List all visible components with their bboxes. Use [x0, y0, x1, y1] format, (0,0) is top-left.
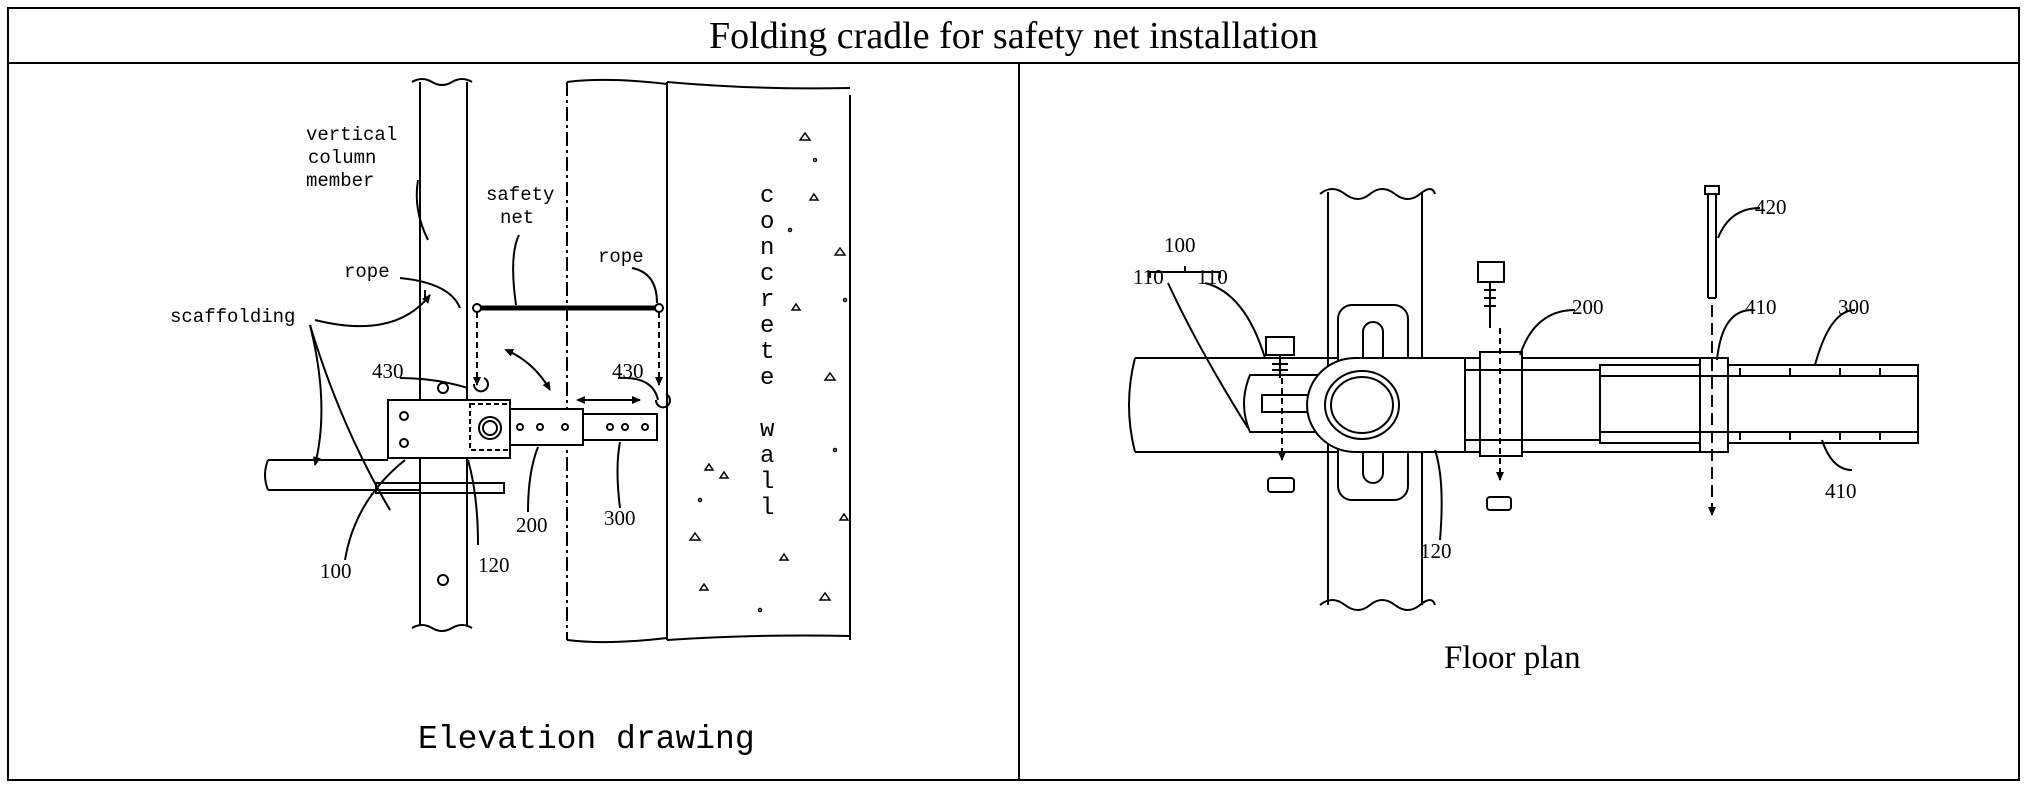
label-120: 120 — [478, 553, 510, 577]
plan-label-300: 300 — [1838, 295, 1870, 319]
caption-elevation: Elevation drawing — [418, 721, 755, 758]
plan-scaffolding-pipe — [1128, 357, 1340, 453]
elevation-drawing — [264, 78, 851, 644]
caption-floor-plan: Floor plan — [1444, 640, 1581, 676]
plan-label-410a: 410 — [1745, 295, 1777, 319]
concrete-texture — [688, 131, 850, 613]
hook-430-left — [472, 377, 489, 393]
cradle-120-ring — [1306, 357, 1481, 453]
svg-text:c: c — [760, 183, 774, 210]
drawing-frame: Folding cradle for safety net installati… — [7, 7, 2020, 781]
svg-text:o: o — [760, 209, 774, 236]
plan-label-120: 120 — [1420, 539, 1452, 563]
plan-leader-410a — [1716, 309, 1753, 361]
label-scaffolding: scaffolding — [170, 306, 295, 328]
leader-rope-right — [631, 267, 658, 304]
plan-leader-410c — [1821, 439, 1853, 471]
label-column: column — [308, 147, 376, 169]
floor-plan-drawing — [1128, 185, 1919, 611]
hook-430-right — [654, 393, 671, 409]
pin-420 — [1704, 185, 1720, 516]
member-300 — [582, 413, 658, 441]
label-200: 200 — [516, 513, 548, 537]
bolt-middle — [1477, 261, 1512, 511]
svg-text:w: w — [760, 417, 775, 444]
label-safety: safety — [486, 184, 554, 206]
leader-430b — [617, 376, 659, 401]
label-300: 300 — [604, 506, 636, 530]
svg-text:r: r — [760, 287, 774, 314]
label-100: 100 — [320, 559, 352, 583]
leader-430a — [399, 377, 469, 389]
plan-leader-420 — [1717, 207, 1761, 239]
scaffolding-pipe — [264, 459, 505, 494]
plan-label-420: 420 — [1755, 195, 1787, 219]
plan-leader-110b — [1204, 282, 1266, 359]
label-rope-left: rope — [344, 261, 390, 283]
svg-text:e: e — [760, 313, 774, 340]
plan-leader-410b-300 — [1814, 309, 1856, 366]
plan-leader-120 — [1434, 449, 1443, 541]
leader-safety-net — [512, 234, 520, 306]
bolt-left — [1265, 336, 1295, 493]
safety-net — [472, 303, 664, 386]
plan-label-110b: 110 — [1197, 265, 1228, 289]
plan-label-200: 200 — [1572, 295, 1604, 319]
plan-leader-110a — [1167, 282, 1249, 429]
label-net: net — [500, 207, 534, 229]
leader-120 — [467, 459, 479, 546]
vertical-column-member — [411, 78, 473, 632]
brace-100 — [1149, 266, 1221, 278]
plan-label-110a: 110 — [1133, 265, 1164, 289]
panel-divider — [1018, 64, 1020, 781]
svg-text:n: n — [760, 235, 774, 262]
label-member: member — [306, 170, 374, 192]
svg-text:a: a — [760, 443, 774, 470]
label-430-right: 430 — [612, 359, 644, 383]
page-title: Folding cradle for safety net installati… — [9, 9, 2018, 64]
label-concrete-wall: c o n c r e t e w a l l — [760, 183, 775, 522]
plan-leader-200 — [1519, 309, 1576, 356]
label-vertical: vertical — [306, 124, 397, 146]
plan-member-300 — [1599, 357, 1919, 453]
cradle-100 — [387, 382, 511, 459]
leader-rope-left — [399, 277, 461, 309]
leader-scaffold-1 — [314, 294, 431, 328]
plan-label-410b: 410 — [1825, 479, 1857, 503]
leader-scaffold-2 — [309, 324, 323, 466]
leader-100 — [344, 459, 406, 561]
svg-text:e: e — [760, 365, 774, 392]
svg-text:c: c — [760, 261, 774, 288]
member-200 — [509, 408, 584, 446]
leader-200 — [527, 446, 539, 513]
svg-text:l: l — [760, 495, 774, 522]
fold-arrow — [504, 349, 551, 391]
leader-300 — [616, 441, 621, 509]
svg-text:l: l — [760, 469, 774, 496]
svg-text:t: t — [760, 339, 774, 366]
leader-scaffold-3 — [309, 324, 391, 511]
label-430-left: 430 — [372, 359, 404, 383]
plan-label-100: 100 — [1164, 233, 1196, 257]
label-rope-right: rope — [598, 246, 644, 268]
leader-vertical — [415, 179, 429, 241]
concrete-wall — [566, 78, 851, 644]
